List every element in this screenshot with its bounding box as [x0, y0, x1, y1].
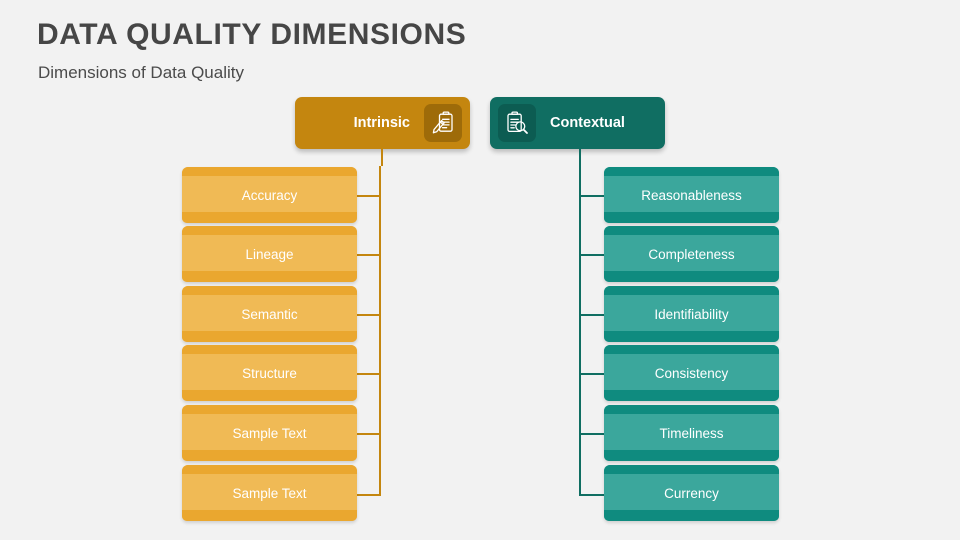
- box-band-top: [182, 226, 357, 235]
- item-box-contextual-5[interactable]: Currency: [604, 465, 779, 521]
- connector-branch-contextual-4: [579, 433, 605, 435]
- item-label: Sample Text: [232, 485, 307, 501]
- header-card-contextual[interactable]: Contextual: [490, 97, 665, 149]
- item-box-intrinsic-1[interactable]: Lineage: [182, 226, 357, 282]
- item-label: Consistency: [654, 365, 729, 381]
- box-band-top: [604, 286, 779, 295]
- box-band-bottom: [182, 510, 357, 521]
- box-band-top: [182, 345, 357, 354]
- connector-branch-intrinsic-3: [357, 373, 381, 375]
- box-band-top: [604, 226, 779, 235]
- connector-branch-intrinsic-2: [357, 314, 381, 316]
- item-box-intrinsic-3[interactable]: Structure: [182, 345, 357, 401]
- clipboard-pencil-icon: [424, 104, 462, 142]
- header-label-contextual: Contextual: [550, 115, 625, 131]
- box-band-top: [182, 465, 357, 474]
- box-band-bottom: [182, 450, 357, 461]
- header-card-intrinsic[interactable]: Intrinsic: [295, 97, 470, 149]
- item-label: Reasonableness: [641, 187, 742, 203]
- box-band-bottom: [604, 510, 779, 521]
- box-band-top: [604, 405, 779, 414]
- box-band-bottom: [604, 331, 779, 342]
- header-label-intrinsic: Intrinsic: [353, 115, 410, 131]
- item-label: Currency: [664, 485, 719, 501]
- item-box-contextual-1[interactable]: Completeness: [604, 226, 779, 282]
- box-band-bottom: [604, 450, 779, 461]
- connector-branch-intrinsic-0: [357, 195, 381, 197]
- connector-trunk-contextual: [579, 166, 581, 496]
- item-label: Accuracy: [241, 187, 298, 203]
- connector-branch-contextual-0: [579, 195, 605, 197]
- connector-branch-intrinsic-4: [357, 433, 381, 435]
- item-label: Completeness: [648, 246, 735, 262]
- box-band-top: [604, 465, 779, 474]
- box-band-bottom: [182, 331, 357, 342]
- item-label: Structure: [242, 365, 297, 381]
- box-band-top: [604, 345, 779, 354]
- connector-stub-intrinsic: [381, 149, 383, 166]
- box-band-top: [604, 167, 779, 176]
- box-band-top: [182, 405, 357, 414]
- item-box-contextual-2[interactable]: Identifiability: [604, 286, 779, 342]
- connector-stub-contextual: [579, 149, 581, 166]
- connector-branch-contextual-3: [579, 373, 605, 375]
- item-box-intrinsic-2[interactable]: Semantic: [182, 286, 357, 342]
- connector-trunk-intrinsic: [379, 166, 381, 496]
- connector-branch-contextual-1: [579, 254, 605, 256]
- item-label: Lineage: [245, 246, 294, 262]
- box-band-bottom: [182, 212, 357, 223]
- item-box-contextual-3[interactable]: Consistency: [604, 345, 779, 401]
- box-band-top: [182, 286, 357, 295]
- box-band-bottom: [182, 390, 357, 401]
- item-box-intrinsic-5[interactable]: Sample Text: [182, 465, 357, 521]
- box-band-bottom: [182, 271, 357, 282]
- connector-branch-contextual-2: [579, 314, 605, 316]
- connector-branch-intrinsic-5: [357, 494, 381, 496]
- page-title: DATA QUALITY DIMENSIONS: [37, 18, 467, 51]
- box-band-top: [182, 167, 357, 176]
- clipboard-magnifier-icon: [498, 104, 536, 142]
- item-label: Semantic: [241, 306, 298, 322]
- item-label: Timeliness: [659, 425, 724, 441]
- item-box-contextual-0[interactable]: Reasonableness: [604, 167, 779, 223]
- page-subtitle: Dimensions of Data Quality: [38, 63, 244, 82]
- item-box-intrinsic-0[interactable]: Accuracy: [182, 167, 357, 223]
- item-box-contextual-4[interactable]: Timeliness: [604, 405, 779, 461]
- box-band-bottom: [604, 271, 779, 282]
- box-band-bottom: [604, 390, 779, 401]
- item-box-intrinsic-4[interactable]: Sample Text: [182, 405, 357, 461]
- item-label: Identifiability: [654, 306, 729, 322]
- box-band-bottom: [604, 212, 779, 223]
- item-label: Sample Text: [232, 425, 307, 441]
- connector-branch-contextual-5: [579, 494, 605, 496]
- connector-branch-intrinsic-1: [357, 254, 381, 256]
